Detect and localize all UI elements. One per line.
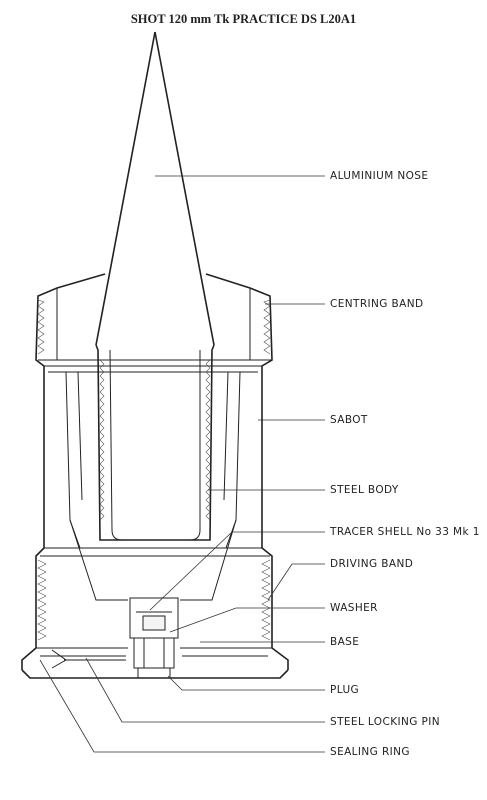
label-sabot: SABOT xyxy=(330,414,368,426)
leader-driving-band xyxy=(267,563,325,601)
leader-tracer-shell xyxy=(149,531,325,611)
label-aluminium-nose: ALUMINIUM NOSE xyxy=(330,170,429,182)
label-sealing-ring: SEALING RING xyxy=(330,746,410,758)
base xyxy=(21,647,289,679)
leader-plug xyxy=(167,675,325,691)
tracer-assembly xyxy=(129,597,179,679)
leader-washer xyxy=(169,607,325,633)
label-plug: PLUG xyxy=(330,684,360,696)
leader-sealing-ring xyxy=(39,659,325,753)
centring-band-threads xyxy=(37,299,271,355)
label-steel-locking-pin: STEEL LOCKING PIN xyxy=(330,716,441,728)
label-centring-band: CENTRING BAND xyxy=(330,298,424,310)
label-tracer-shell: TRACER SHELL No 33 Mk 1 xyxy=(330,526,480,538)
driving-band-threads xyxy=(37,559,271,641)
label-driving-band: DRIVING BAND xyxy=(330,558,414,570)
leader-lines xyxy=(39,175,325,753)
leader-steel-locking-pin xyxy=(85,657,325,723)
sabot-outline xyxy=(21,273,289,670)
steel-body xyxy=(95,344,215,541)
label-steel-body: STEEL BODY xyxy=(330,484,399,496)
aluminium-nose xyxy=(95,31,215,346)
sabot-funnel xyxy=(69,519,237,601)
diagram-title: SHOT 120 mm Tk PRACTICE DS L20A1 xyxy=(130,12,357,26)
label-base: BASE xyxy=(330,636,360,648)
label-washer: WASHER xyxy=(330,602,378,614)
sabot-inner-walls xyxy=(65,371,241,549)
